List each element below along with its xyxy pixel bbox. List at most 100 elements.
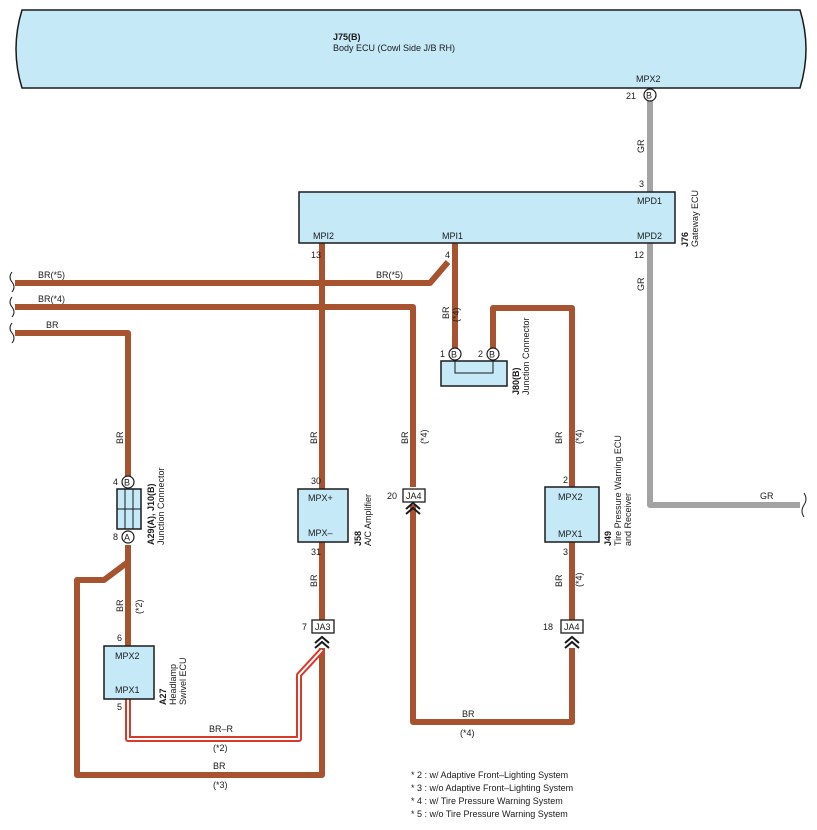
ac-amp-pin-mpxm-label: MPX– [308, 528, 333, 538]
gateway-pin-mpd1-num: 3 [639, 179, 644, 189]
label-n4-ja4-20: (*4) [419, 429, 429, 444]
label-n4-tpw-lower: (*4) [574, 572, 584, 587]
j80-pin2-letter: B [489, 350, 495, 360]
junction-a29: B 4 A 8 A29(A), J10(B) Junction Connecto… [113, 467, 166, 545]
gateway-pin-mpd2-label: MPD2 [637, 231, 662, 241]
label-br-ac-upper: BR [309, 431, 319, 444]
ja4-20-box [402, 488, 426, 503]
label-br-n5-right: BR(*5) [376, 270, 403, 280]
note-5: * 5 : w/o Tire Pressure Warning System [411, 809, 568, 819]
br-wire-n5 [15, 260, 451, 286]
label-br-ac-lower: BR [309, 574, 319, 587]
j80-inner [454, 360, 494, 374]
label-br-ja4-20: BR [400, 431, 410, 444]
gateway-pin-mpd2-num: 12 [634, 250, 644, 260]
label-br-n3: BR [213, 761, 226, 771]
gateway-ecu: MPD1 3 MPI2 13 MPI1 4 MPD2 12 J76 Gatewa… [298, 179, 700, 260]
a29-pin4-circle [121, 475, 135, 489]
ja4-20-chevrons [405, 501, 421, 515]
j80-pin1-letter: B [451, 350, 457, 360]
br-r-wire-stripe [127, 649, 323, 740]
headlamp-pin-mpx1-label: MPX1 [115, 685, 140, 695]
j80-code: J80(B) [511, 367, 521, 395]
body-ecu-pin-label: MPX2 [636, 74, 661, 84]
j80-name: Junction Connector [521, 317, 531, 395]
tpw-pin-mpx2-num: 2 [563, 475, 568, 485]
ac-amp-name: A/C Amplifier [363, 494, 373, 546]
label-br-bottom-loop-ja4: BR [462, 709, 475, 719]
gateway-pin-mpi2-num: 13 [311, 250, 321, 260]
ja4-20-label: JA4 [406, 491, 422, 501]
label-br-a29: BR [115, 431, 125, 444]
br-wire-n4 [15, 304, 416, 487]
ja4-20-num: 20 [387, 491, 397, 501]
body-ecu-pin-letter: B [646, 91, 652, 101]
j80-pin2-num: 2 [478, 349, 483, 359]
body-ecu-pin-circle [643, 88, 657, 102]
label-br-tpw-lower: BR [554, 574, 564, 587]
headlamp-pin-mpx1-num: 5 [117, 702, 122, 712]
label-n4-mpi1: (*4) [451, 307, 461, 322]
body-ecu-pin-num: 21 [626, 91, 636, 101]
gateway-pin-mpi2-label: MPI2 [313, 231, 334, 241]
headlamp-name2: Swivel ECU [178, 657, 188, 705]
tpw-name2: and Receiver [623, 493, 633, 546]
ja4-18-box [560, 619, 584, 634]
note-4: * 4 : w/ Tire Pressure Warning System [411, 796, 563, 806]
ac-amp-pin-mpxm-num: 31 [311, 547, 321, 557]
headlamp-ecu-box [103, 645, 155, 700]
connector-ja4-18: JA4 18 [543, 619, 584, 649]
label-br-n5-left: BR(*5) [38, 270, 65, 280]
j80-pin2-circle [486, 347, 500, 361]
break-mark-2 [9, 296, 15, 318]
wire-break-marks [9, 271, 807, 518]
label-br-r: BR–R [209, 724, 234, 734]
label-n4-tpw-upper: (*4) [574, 429, 584, 444]
label-n3: (*3) [213, 780, 228, 790]
connector-ja4-20: JA4 20 [387, 488, 426, 515]
tpw-name: Tire Pressure Warning ECU [613, 435, 623, 546]
break-mark-1 [9, 271, 15, 293]
a29-pin8-letter: A [124, 533, 130, 543]
br-wire-n3-loop [74, 559, 325, 778]
break-mark-3 [9, 322, 15, 344]
note-2: * 2 : w/ Adaptive Front–Lighting System [411, 770, 568, 780]
gateway-pin-mpi1-label: MPI1 [442, 231, 463, 241]
gateway-pin-mpd1-label: MPD1 [637, 196, 662, 206]
ac-amp-pin-mpxp-label: MPX+ [308, 493, 333, 503]
ja4-18-label: JA4 [564, 622, 580, 632]
break-mark-4 [801, 492, 807, 518]
tpw-ecu-box [544, 486, 600, 543]
a29-pin4-letter: B [124, 478, 130, 488]
br-wire-ja4-loop [410, 505, 575, 725]
label-n2-headlamp: (*2) [134, 599, 144, 614]
body-ecu: J75(B) Body ECU (Cowl Side J/B RH) MPX2 … [15, 9, 807, 102]
br-wire-j80-to-tpw [490, 305, 575, 487]
ja4-18-chevrons [564, 635, 580, 649]
wire-labels: GR GR GR BR(*5) BR(*5) BR(*4) BR BR (*4)… [38, 139, 774, 790]
label-n4-bottom-loop-ja4: (*4) [460, 728, 475, 738]
label-br-left: BR [46, 320, 59, 330]
tpw-ecu: MPX2 2 MPX1 3 J49 Tire Pressure Warning … [544, 435, 633, 557]
a29-name: Junction Connector [156, 467, 166, 545]
notes: * 2 : w/ Adaptive Front–Lighting System … [411, 770, 573, 819]
a29-pin8-num: 8 [113, 532, 118, 542]
connector-ja3-7: JA3 7 [302, 619, 335, 649]
headlamp-pin-mpx2-label: MPX2 [115, 651, 140, 661]
headlamp-pin-mpx2-num: 6 [117, 633, 122, 643]
label-gr-lower: GR [636, 277, 646, 291]
headlamp-name: Headlamp [168, 664, 178, 705]
tpw-code: J49 [603, 531, 613, 546]
a29-pin8-circle [121, 530, 135, 544]
tpw-pin-mpx2-label: MPX2 [558, 492, 583, 502]
headlamp-ecu: MPX2 6 MPX1 5 A27 Headlamp Swivel ECU [103, 633, 188, 712]
gateway-ecu-code: J76 [680, 232, 690, 247]
ja3-7-num: 7 [302, 622, 307, 632]
ac-amp-pin-mpxp-num: 30 [311, 476, 321, 486]
body-ecu-code: J75(B) [333, 32, 361, 42]
j80-pin1-circle [448, 347, 462, 361]
note-3: * 3 : w/o Adaptive Front–Lighting System [411, 783, 573, 793]
ja3-7-label: JA3 [315, 622, 331, 632]
j80-pin1-num: 1 [440, 349, 445, 359]
